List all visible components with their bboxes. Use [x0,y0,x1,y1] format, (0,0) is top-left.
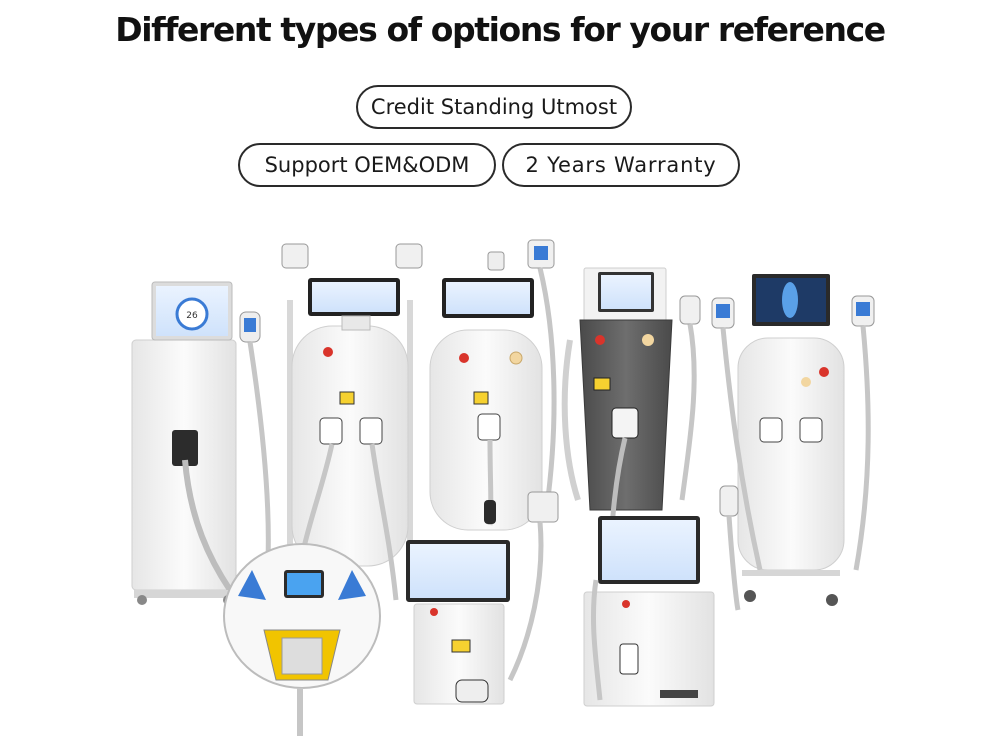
desktop-unit-screen [602,520,696,580]
cable [182,459,233,592]
handpiece-closeup [223,543,381,736]
machine-dual-screen [312,282,396,312]
handpiece-holder [172,430,198,466]
dial-value: 26 [186,311,198,321]
compact-cart-screen [410,544,506,598]
emergency-button [323,347,333,357]
credit-badge: Credit Standing Utmost [356,85,632,129]
machine-center-tower [429,239,557,531]
warranty-badge: 2 Years Warranty [502,143,740,187]
machine-dark-screen [601,275,651,309]
oem-badge: Support OEM&ODM [238,143,496,187]
machine-right-tower [711,274,875,611]
headline: Different types of options for your refe… [115,10,886,49]
machine-compact-cart [406,491,559,705]
machine-center-screen [446,282,530,314]
machine-desktop-unit [583,516,715,707]
machine-dual-handle [281,243,423,601]
machines-illustration: 26 [131,239,875,736]
machine-dark-panel [561,267,701,561]
machine-left-tower: 26 [131,281,271,605]
